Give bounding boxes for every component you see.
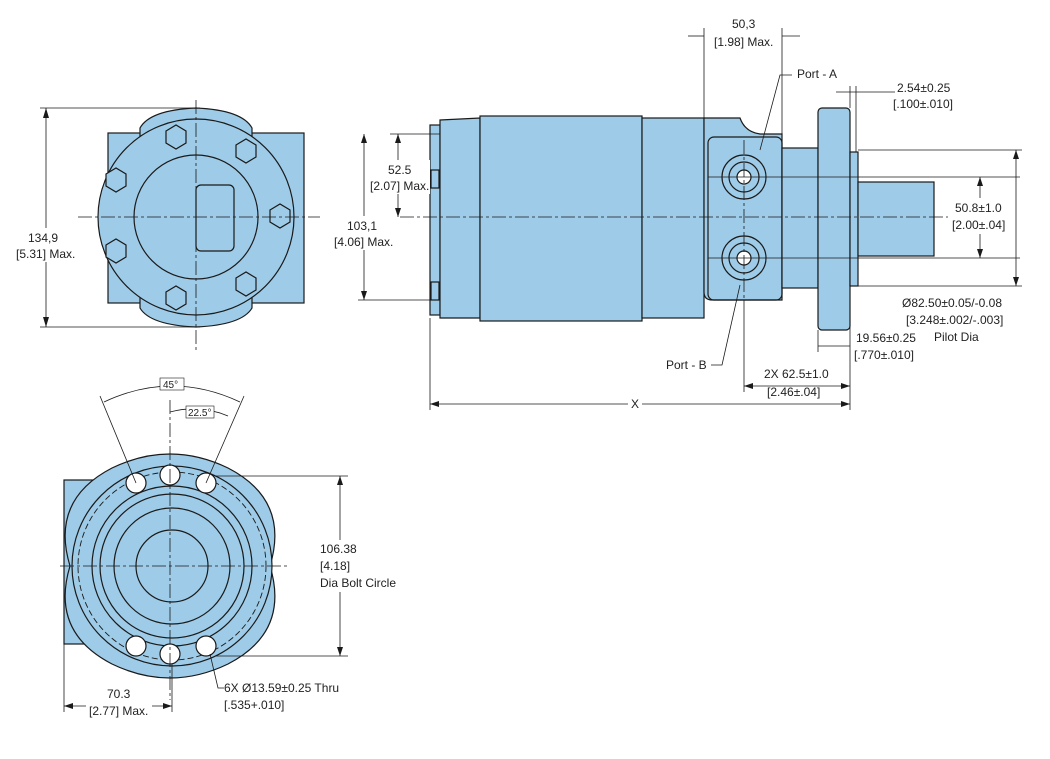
rear-stud bbox=[430, 281, 440, 301]
pilot-value: Ø82.50±0.05/-0.08 bbox=[902, 296, 1002, 310]
mounting-flange bbox=[817, 107, 851, 331]
angle-line bbox=[205, 395, 245, 484]
mid-body bbox=[641, 117, 705, 319]
pilot-inch: [3.248±.002/-.003] bbox=[906, 313, 1003, 327]
hex-bolt-head-icon bbox=[269, 203, 291, 229]
overall-length-label: X bbox=[631, 397, 639, 411]
flange-width-value: 70.3 bbox=[107, 687, 131, 701]
output-shaft bbox=[857, 181, 935, 257]
flange-width-inch: [2.77] Max. bbox=[89, 704, 148, 718]
arrow-icon bbox=[43, 108, 49, 118]
arrow-icon bbox=[744, 383, 753, 389]
arrow-icon bbox=[43, 317, 49, 327]
bolt-circle-value: 106.38 bbox=[320, 542, 357, 556]
hex-bolt-head-icon bbox=[235, 138, 257, 164]
angle-45-label: 45° bbox=[163, 380, 178, 391]
bolt-hole-icon bbox=[125, 635, 147, 657]
bolt-hole-icon bbox=[195, 635, 217, 657]
arrow-icon bbox=[361, 291, 367, 300]
hex-bolt-head-icon bbox=[105, 238, 127, 264]
bolt-circle-inch: [4.18] bbox=[320, 559, 350, 573]
side-view: 50,3 [1.98] Max. Port - A Port - B 2.54±… bbox=[332, 17, 1022, 411]
label-bg bbox=[332, 216, 396, 250]
port-a-leader bbox=[759, 74, 792, 151]
pilot-text: Pilot Dia bbox=[934, 330, 979, 344]
pilot bbox=[849, 151, 859, 287]
rear-stud bbox=[430, 169, 440, 189]
arrow-icon bbox=[337, 476, 343, 485]
end-view-center-plate bbox=[195, 184, 235, 252]
bolt-holes bbox=[125, 464, 217, 665]
arrow-icon bbox=[977, 249, 983, 258]
port-spacing-inch: [2.46±.04] bbox=[767, 385, 820, 399]
top-width-inch: [1.98] Max. bbox=[714, 35, 773, 49]
arrow-icon bbox=[841, 401, 850, 407]
arrow-icon bbox=[395, 208, 401, 217]
rear-section bbox=[439, 117, 481, 319]
top-width-value: 50,3 bbox=[732, 17, 756, 31]
hex-bolt-head-icon bbox=[165, 285, 187, 311]
pilot-len-value: 19.56±0.25 bbox=[856, 331, 916, 345]
hex-bolt-head-icon bbox=[165, 124, 187, 150]
flange-value: 2.54±0.25 bbox=[897, 81, 951, 95]
hex-bolt-head-icon bbox=[105, 167, 127, 193]
bolt-circle-text: Dia Bolt Circle bbox=[320, 576, 396, 590]
end-height-inch: [5.31] Max. bbox=[16, 247, 75, 261]
body-height-value: 103,1 bbox=[347, 219, 377, 233]
flange-inch: [.100±.010] bbox=[893, 97, 953, 111]
angle-22-box bbox=[185, 405, 215, 419]
label-bg bbox=[628, 396, 642, 410]
end-view-hex-bolts bbox=[105, 124, 291, 311]
label-bg bbox=[14, 228, 78, 262]
arrow-icon bbox=[361, 134, 367, 143]
label-bg bbox=[318, 540, 398, 592]
arrow-icon bbox=[1013, 150, 1019, 159]
half-height-value: 52.5 bbox=[388, 163, 412, 177]
angle-45-box bbox=[159, 377, 185, 391]
body-height-inch: [4.06] Max. bbox=[334, 235, 393, 249]
arrow-icon bbox=[64, 703, 73, 709]
shaft-dia-value: 50.8±1.0 bbox=[955, 201, 1002, 215]
shaft-dia-inch: [2.00±.04] bbox=[952, 218, 1005, 232]
port-b-label: Port - B bbox=[666, 358, 707, 372]
hex-bolt-head-icon bbox=[235, 271, 257, 297]
label-bg bbox=[86, 686, 152, 720]
port-b-leader bbox=[711, 284, 741, 366]
arrow-icon bbox=[163, 703, 172, 709]
neck bbox=[781, 147, 819, 289]
arrow-icon bbox=[337, 647, 343, 656]
holes-leader bbox=[209, 653, 224, 689]
angle-line bbox=[99, 395, 137, 484]
main-body bbox=[479, 115, 643, 322]
label-bg bbox=[368, 160, 430, 194]
arrow-icon bbox=[841, 383, 850, 389]
holes-value: 6X Ø13.59±0.25 Thru bbox=[224, 681, 339, 695]
port-spacing-value: 2X 62.5±1.0 bbox=[764, 367, 829, 381]
end-view: 134,9 [5.31] Max. bbox=[14, 100, 320, 352]
holes-inch: [.535+.010] bbox=[224, 698, 284, 712]
angle-22-label: 22.5° bbox=[188, 408, 211, 419]
arrow-icon bbox=[977, 177, 983, 186]
flange-view: 45° 22.5° 106.38 [4.18] Dia Bolt Circle … bbox=[60, 377, 398, 720]
arrow-icon bbox=[395, 134, 401, 143]
label-bg bbox=[948, 198, 1008, 234]
half-height-inch: [2.07] Max. bbox=[370, 179, 429, 193]
arrow-icon bbox=[1013, 277, 1019, 286]
arrow-icon bbox=[430, 401, 439, 407]
end-height-value: 134,9 bbox=[28, 231, 58, 245]
port-a-label: Port - A bbox=[797, 67, 837, 81]
pilot-len-inch: [.770±.010] bbox=[854, 348, 914, 362]
